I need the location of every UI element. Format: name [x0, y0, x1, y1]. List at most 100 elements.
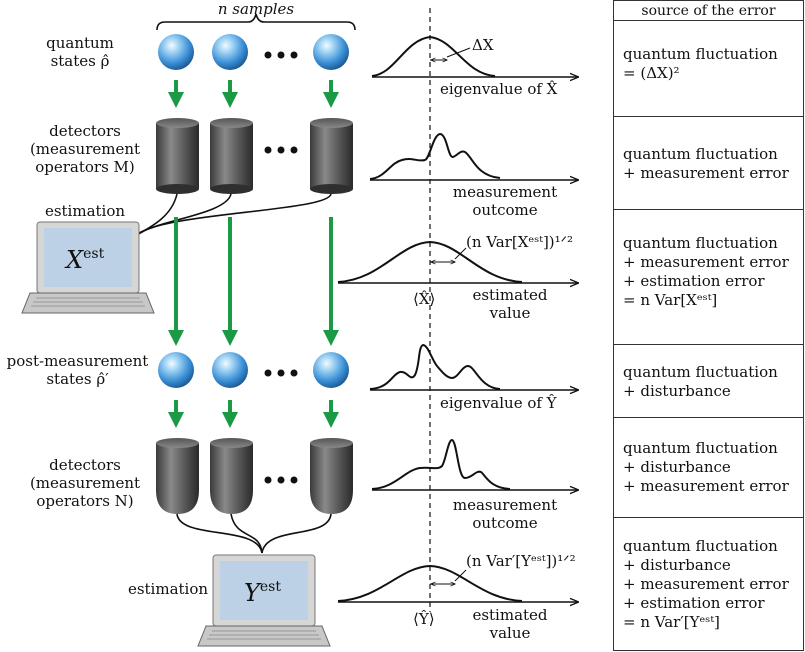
- quantum-state-sphere: [158, 34, 194, 70]
- eigen-y-label: eigenvalue of Ŷ: [440, 394, 557, 412]
- error-row-5-line-1: quantum fluctuation: [623, 439, 778, 457]
- meas-outcome-2-line-1: measurement: [452, 496, 558, 514]
- detector-n-group: [156, 438, 353, 514]
- post-states-line-1: post-measurement: [6, 352, 149, 370]
- error-row-6-line-4: + estimation error: [623, 594, 765, 612]
- error-row-6-line-3: + measurement error: [623, 575, 789, 593]
- laptop-1: Xest: [21, 221, 155, 314]
- ellipsis-dots: [264, 369, 298, 377]
- meas-outcome-2-line-2: outcome: [472, 514, 538, 532]
- error-row-5-line-3: + measurement error: [623, 477, 789, 495]
- error-row-2-line-1: quantum fluctuation: [623, 145, 778, 163]
- error-row-5: quantum fluctuation + disturbance + meas…: [613, 418, 804, 518]
- error-row-1-line-2: = (ΔX)²: [623, 64, 680, 82]
- detectors-m-label: detectors (measurement operators M): [20, 122, 150, 176]
- plot-eigen-y: [369, 343, 578, 390]
- quantum-states-line-1: quantum: [46, 34, 114, 52]
- error-row-6-line-2: + disturbance: [623, 556, 731, 574]
- estimation-label-1: estimation: [44, 202, 126, 220]
- estimation-label-2: estimation: [127, 580, 209, 598]
- detectors-n-line-2: (measurement: [29, 474, 141, 492]
- detector-cup: [210, 438, 253, 514]
- post-state-sphere: [313, 352, 349, 388]
- var-x-label: (n Var[Xᵉˢᵗ])¹ᐟ²: [466, 233, 574, 251]
- plot-meas-outcome-m: [369, 132, 578, 180]
- error-row-2: quantum fluctuation + measurement error: [613, 117, 804, 210]
- ellipsis-dots: [264, 146, 298, 154]
- detector-cylinder: [210, 118, 253, 194]
- error-row-3-line-4: = n Var[Xᵉˢᵗ]: [623, 291, 718, 309]
- eigen-x-label: eigenvalue of X̂: [440, 80, 558, 98]
- estimated-1-line-2: value: [489, 304, 531, 322]
- detectors-m-line-3: operators M): [35, 158, 135, 176]
- n-samples-label: n samples: [217, 0, 295, 18]
- green-arrows-2: [168, 217, 339, 346]
- laptop-1-sup: est: [83, 246, 104, 262]
- error-row-5-line-2: + disturbance: [623, 458, 731, 476]
- quantum-states-line-2: states ρ̂: [50, 52, 110, 70]
- cables-2: [176, 513, 332, 554]
- post-state-sphere: [158, 352, 194, 388]
- laptop-2-sup: est: [260, 579, 281, 595]
- detectors-n-line-3: operators N): [36, 492, 134, 510]
- error-row-1-line-1: quantum fluctuation: [623, 45, 778, 63]
- estimated-1-line-1: estimated: [472, 286, 548, 304]
- estimated-2-line-2: value: [489, 624, 531, 642]
- plot-estimated-y: [337, 564, 578, 602]
- estimated-value-1: estimated value: [460, 286, 560, 322]
- detectors-n-line-1: detectors: [49, 456, 121, 474]
- estimated-value-2: estimated value: [460, 606, 560, 642]
- meas-outcome-1-line-2: outcome: [472, 201, 538, 219]
- ellipsis-dots: [264, 51, 298, 59]
- quantum-state-sphere: [313, 34, 349, 70]
- error-row-3-line-1: quantum fluctuation: [623, 234, 778, 252]
- plot-meas-outcome-n: [371, 438, 578, 490]
- error-row-2-line-2: + measurement error: [623, 164, 789, 182]
- mean-y-label: ⟨Ŷ⟩: [413, 610, 435, 628]
- error-row-4: quantum fluctuation + disturbance: [613, 345, 804, 418]
- error-row-6-line-1: quantum fluctuation: [623, 537, 778, 555]
- mean-x-label: ⟨X̂⟩: [413, 290, 436, 308]
- cables-1: [134, 193, 332, 237]
- ellipsis-dots: [264, 476, 298, 484]
- error-row-3-line-2: + measurement error: [623, 253, 789, 271]
- post-state-sphere: [212, 352, 248, 388]
- samples-brace: [156, 13, 356, 31]
- detector-cylinder: [156, 118, 199, 194]
- post-states-line-2: states ρ̂′: [46, 370, 109, 388]
- error-row-6: quantum fluctuation + disturbance + meas…: [613, 518, 804, 651]
- error-row-1: quantum fluctuation = (ΔX)²: [613, 21, 804, 117]
- detector-m-group: [156, 118, 353, 194]
- meas-outcome-1: measurement outcome: [445, 183, 565, 219]
- detectors-m-line-2: (measurement: [29, 140, 141, 158]
- plot-eigen-x: [371, 35, 578, 77]
- green-arrows-3: [168, 400, 339, 428]
- quantum-states-label: quantum states ρ̂: [30, 34, 130, 70]
- quantum-state-sphere: [212, 34, 248, 70]
- detector-cylinder: [310, 118, 353, 194]
- delta-x-label: ΔX: [472, 36, 494, 54]
- detector-cup: [156, 438, 199, 514]
- error-table-header: source of the error: [613, 0, 804, 21]
- laptop-2-var: Y: [244, 579, 262, 607]
- error-row-3: quantum fluctuation + measurement error …: [613, 210, 804, 345]
- laptop-1-var: X: [64, 246, 84, 274]
- detector-cup: [310, 438, 353, 514]
- svg-text:Yest: Yest: [244, 579, 281, 607]
- detectors-n-label: detectors (measurement operators N): [20, 456, 150, 510]
- error-row-4-line-1: quantum fluctuation: [623, 363, 778, 381]
- error-row-4-line-2: + disturbance: [623, 382, 731, 400]
- var-y-label: (n Var′[Yᵉˢᵗ])¹ᐟ²: [466, 552, 576, 570]
- plot-estimated-x: [337, 240, 578, 283]
- detectors-m-line-1: detectors: [49, 122, 121, 140]
- estimated-2-line-1: estimated: [472, 606, 548, 624]
- post-measurement-label: post-measurement states ρ̂′: [0, 352, 155, 388]
- laptop-2: Yest: [197, 554, 331, 647]
- error-row-3-line-3: + estimation error: [623, 272, 765, 290]
- green-arrows-1: [168, 80, 339, 108]
- svg-text:Xest: Xest: [64, 246, 105, 274]
- error-row-6-line-5: = n Var′[Yᵉˢᵗ]: [623, 613, 720, 631]
- meas-outcome-1-line-1: measurement: [452, 183, 558, 201]
- meas-outcome-2: measurement outcome: [445, 496, 565, 532]
